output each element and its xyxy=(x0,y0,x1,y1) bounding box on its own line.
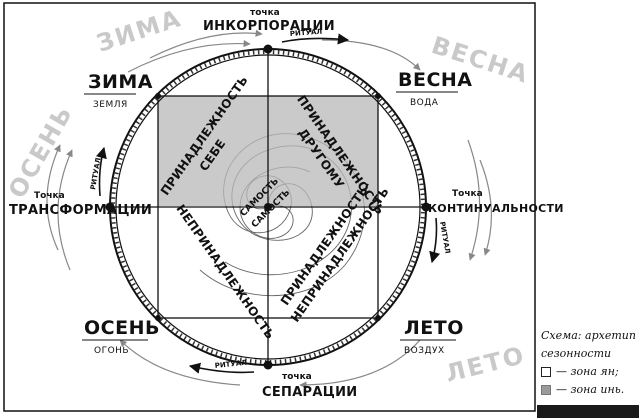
caption-line1: Схема: архетип xyxy=(541,329,636,342)
legend-caption: Схема: архетип сезонности — зона ян; — з… xyxy=(537,324,639,408)
legend-row-yin: — зона инь. xyxy=(541,381,639,399)
season-spring: ВЕСНА xyxy=(398,69,473,91)
ritual-arrows xyxy=(95,33,441,374)
caption-line2: сезонности xyxy=(541,347,612,360)
point-bottom-title: точка xyxy=(282,372,312,382)
node-nw xyxy=(155,93,161,99)
page-edge-bar xyxy=(537,405,639,418)
ritual-label-bottom: РИТУАЛ xyxy=(214,359,247,370)
element-air: ВОЗДУХ xyxy=(404,346,445,356)
point-bottom-name: СЕПАРАЦИИ xyxy=(262,385,357,400)
element-earth: ЗЕМЛЯ xyxy=(93,100,128,110)
point-right-title: Точка xyxy=(452,189,483,199)
ritual-label-top: РИТУАЛ xyxy=(290,28,323,38)
point-left-title: Точка xyxy=(34,191,65,201)
diagram-frame xyxy=(3,2,536,412)
season-winter: ЗИМА xyxy=(88,71,153,93)
point-top-name: ИНКОРПОРАЦИИ xyxy=(203,19,335,34)
node-se xyxy=(375,315,381,321)
legend-row-yang: — зона ян; xyxy=(541,363,639,381)
node-center xyxy=(264,203,272,211)
point-right-name: КОНТИНУАЛЬНОСТИ xyxy=(428,202,564,215)
node-bottom xyxy=(263,360,273,370)
season-autumn: ОСЕНЬ xyxy=(84,317,160,339)
ghost-word-summer: ЛЕТО xyxy=(443,341,528,388)
yin-zone-other xyxy=(268,96,378,206)
outer-swirl-arrows xyxy=(46,29,492,389)
season-summer: ЛЕТО xyxy=(404,317,464,339)
node-sw xyxy=(155,315,161,321)
ghost-word-winter: ЗИМА xyxy=(93,4,185,58)
point-left-name: ТРАНСФОРМАЦИИ xyxy=(9,203,152,218)
node-left xyxy=(105,202,115,212)
yang-zone-swatch xyxy=(541,367,551,377)
season-circle-inner xyxy=(115,54,421,360)
legend-yang-label: — зона ян; xyxy=(556,365,619,378)
element-fire: ОГОНЬ xyxy=(94,346,129,356)
ghost-word-autumn: ОСЕНЬ xyxy=(3,100,79,203)
element-water: ВОДА xyxy=(410,98,439,108)
yin-zone-swatch xyxy=(541,385,551,395)
node-right xyxy=(421,202,431,212)
point-top-title: точка xyxy=(250,8,280,18)
node-top xyxy=(263,44,273,54)
node-ne xyxy=(375,93,381,99)
ritual-label-right: РИТУАЛ xyxy=(438,221,452,254)
yin-zone-self xyxy=(158,96,268,206)
legend-yin-label: — зона инь. xyxy=(556,383,625,396)
